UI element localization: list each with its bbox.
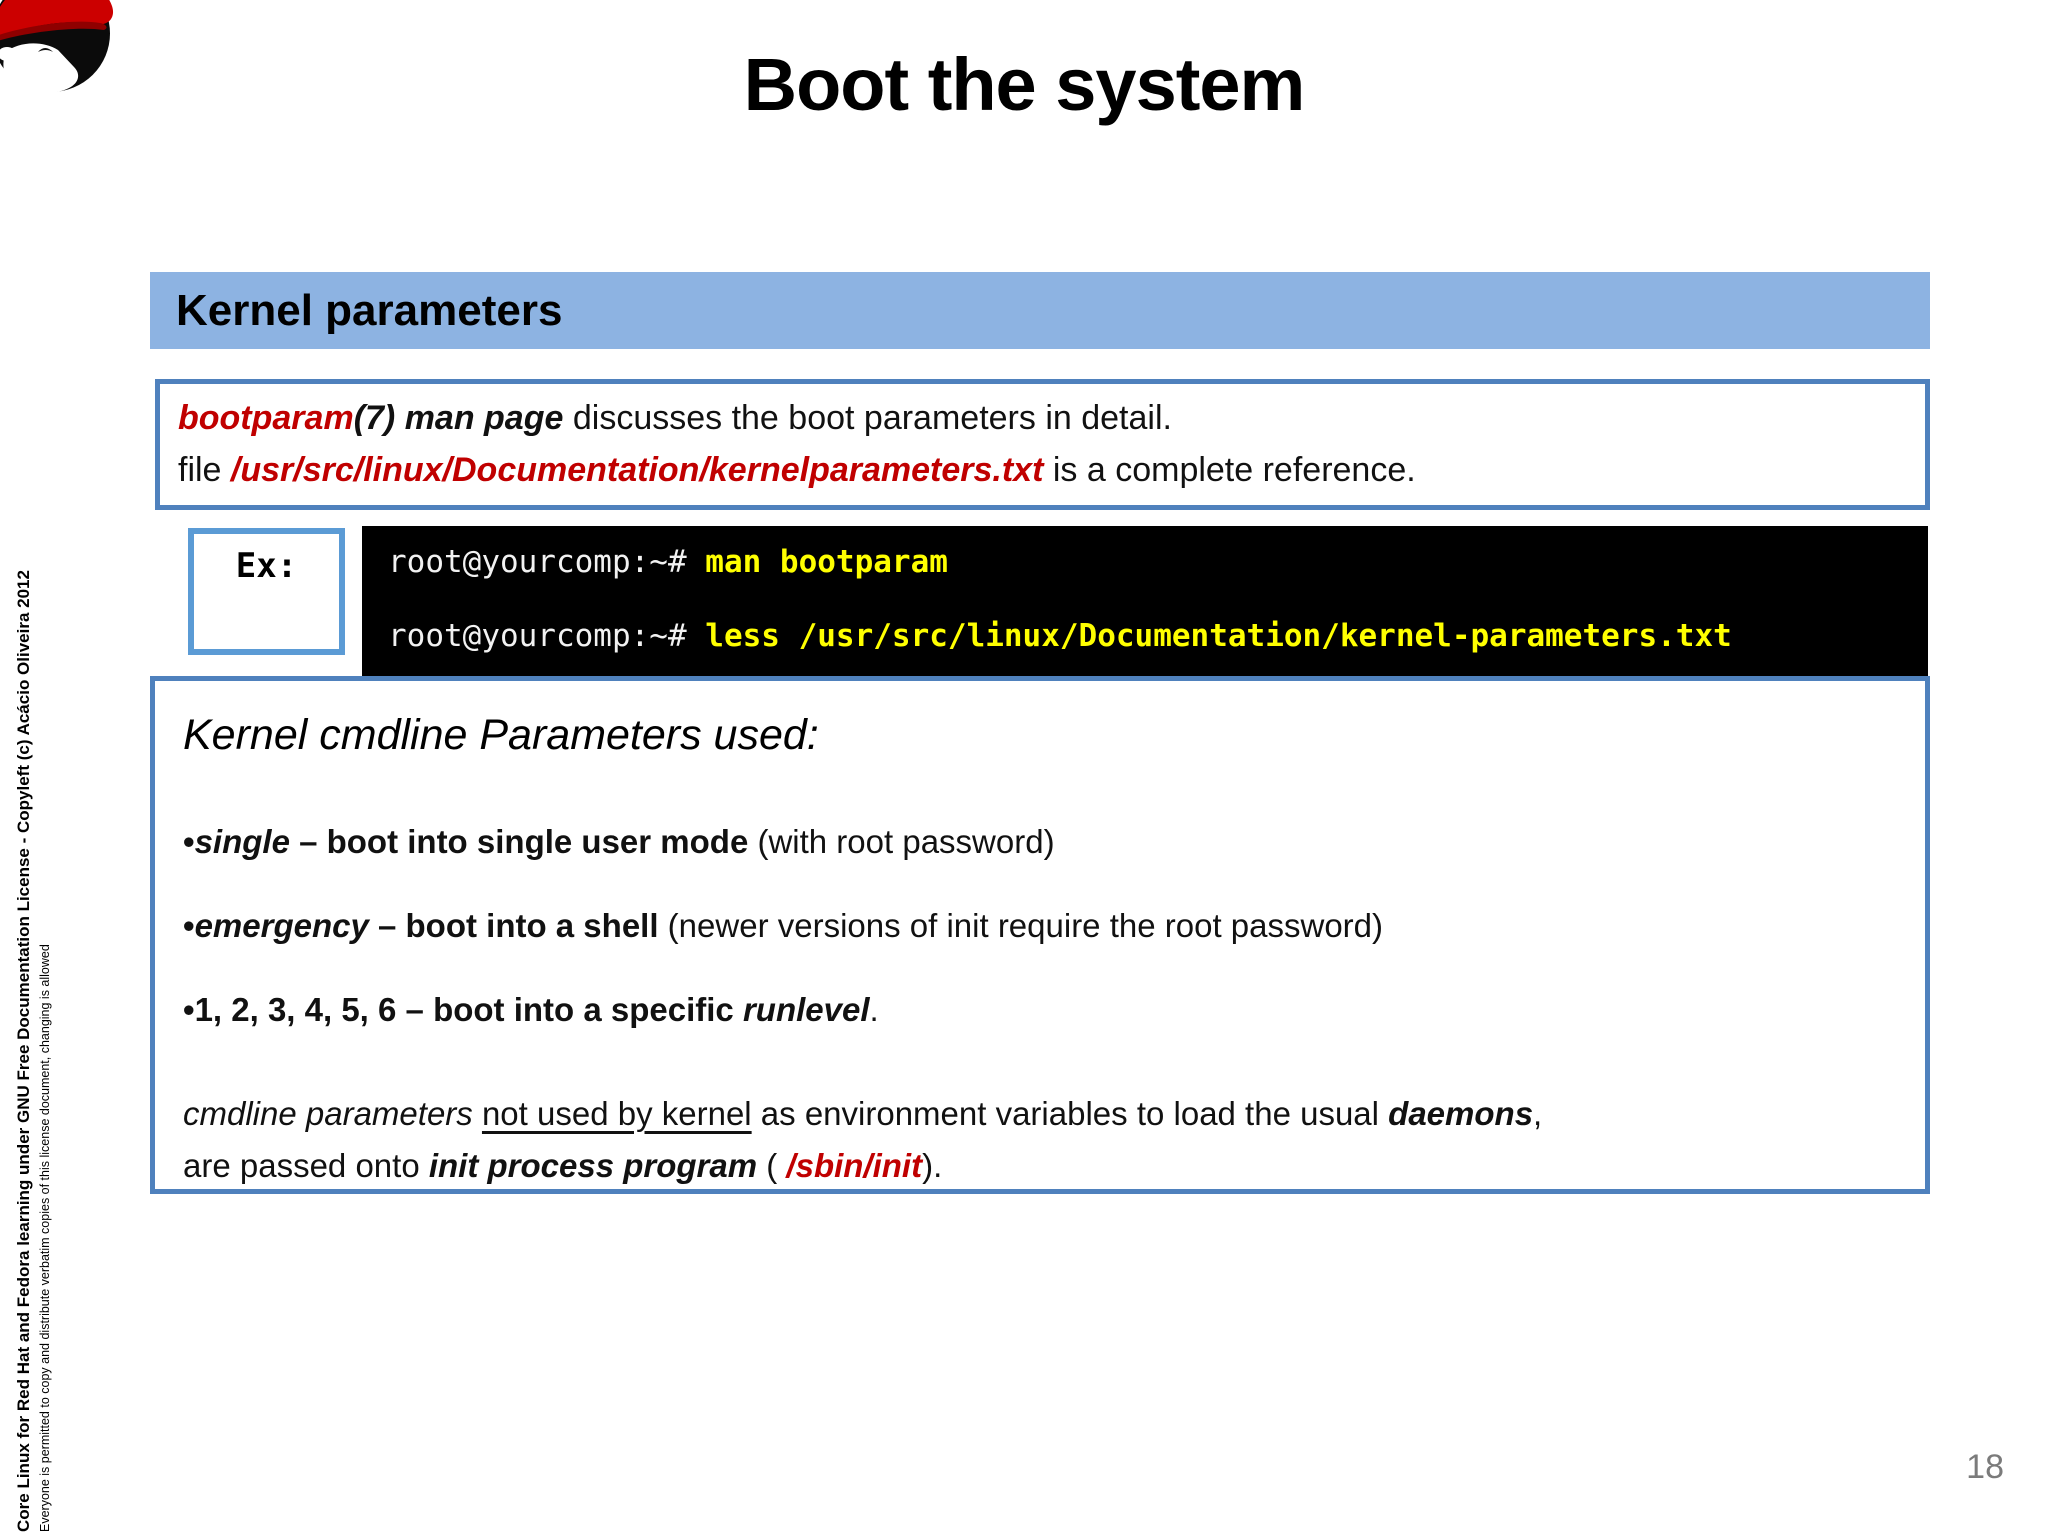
footer-italic-lead: cmdline parameters	[183, 1095, 482, 1132]
file-label: file	[178, 451, 231, 489]
footer-paren-open: (	[757, 1147, 787, 1184]
footer-line-1: cmdline parameters not used by kernel as…	[183, 1088, 1905, 1140]
bootparam-manpage-ref: bootparam	[178, 399, 354, 437]
redhat-logo-icon	[0, 0, 113, 94]
footer-line-2: are passed onto init process program ( /…	[183, 1140, 1905, 1192]
bullet-emergency-rest: (newer versions of init require the root…	[658, 907, 1384, 944]
footer-mid: as environment variables to load the usu…	[751, 1095, 1389, 1132]
footer-sbin-init-path: /sbin/init	[786, 1147, 923, 1184]
cmdline-parameters-box: Kernel cmdline Parameters used: •single …	[150, 676, 1930, 1194]
footer-underlined: not used by kernel	[481, 1095, 752, 1132]
bullet-runlevels-term: 1, 2, 3, 4, 5, 6	[194, 991, 397, 1028]
kernel-parameters-file-path: /usr/src/linux/Documentation/kernelparam…	[230, 451, 1044, 489]
manpage-suffix: (7) man page	[353, 399, 564, 437]
intro-line-2-text: is a complete reference.	[1043, 451, 1416, 489]
command-man-bootparam: man bootparam	[705, 544, 948, 580]
bullet-runlevels-bold: – boot into a specific	[396, 991, 743, 1028]
bullet-runlevels-rest: .	[869, 991, 879, 1028]
footer-line2-lead: are passed onto	[183, 1147, 429, 1184]
intro-line-1: bootparam(7) man page discusses the boot…	[178, 392, 1907, 444]
bullet-single-term: single	[194, 823, 290, 860]
footer-daemons: daemons	[1388, 1095, 1534, 1132]
bullet-emergency-term: emergency	[194, 907, 369, 944]
intro-line-2: file /usr/src/linux/Documentation/kernel…	[178, 444, 1907, 496]
terminal-line-1: root@yourcomp:~# man bootparam	[388, 542, 1928, 582]
section-header-label: Kernel parameters	[176, 286, 563, 335]
footer-paren-close: ).	[922, 1147, 943, 1184]
bullet-runlevels-italic: runlevel	[742, 991, 870, 1028]
bullet-single-rest: (with root password)	[748, 823, 1055, 860]
permission-line: Everyone is permitted to copy and distri…	[38, 944, 52, 1532]
license-line: Core Linux for Red Hat and Fedora learni…	[14, 570, 33, 1532]
cmdline-footer-paragraph: cmdline parameters not used by kernel as…	[183, 1088, 1905, 1192]
bullet-single-bold: – boot into single user mode	[289, 823, 749, 860]
bullet-single: •single – boot into single user mode (wi…	[183, 820, 1905, 864]
footer-init-program: init process program	[428, 1147, 758, 1184]
bullet-icon: •	[183, 823, 195, 860]
terminal-line-2: root@yourcomp:~# less /usr/src/linux/Doc…	[388, 616, 1928, 656]
intro-box: bootparam(7) man page discusses the boot…	[155, 379, 1930, 510]
license-sidebar: Core Linux for Red Hat and Fedora learni…	[14, 522, 52, 1532]
terminal-box: root@yourcomp:~# man bootparam root@your…	[362, 526, 1928, 676]
bullet-runlevels: •1, 2, 3, 4, 5, 6 – boot into a specific…	[183, 988, 1905, 1032]
intro-line-1-text: discusses the boot parameters in detail.	[563, 399, 1172, 437]
example-label: Ex:	[235, 546, 298, 586]
command-less-kernel-parameters: less /usr/src/linux/Documentation/kernel…	[705, 618, 1732, 654]
page-title: Boot the system	[743, 43, 1306, 126]
shell-prompt: root@yourcomp:~#	[388, 544, 706, 580]
bullet-icon: •	[183, 907, 195, 944]
page-number: 18	[1966, 1448, 2004, 1486]
bullet-emergency: •emergency – boot into a shell (newer ve…	[183, 904, 1905, 948]
bullet-icon: •	[183, 991, 195, 1028]
cmdline-box-heading: Kernel cmdline Parameters used:	[183, 711, 819, 759]
shell-prompt: root@yourcomp:~#	[388, 618, 706, 654]
footer-comma: ,	[1533, 1095, 1543, 1132]
bullet-emergency-bold: – boot into a shell	[368, 907, 659, 944]
section-header-bar: Kernel parameters	[150, 272, 1930, 349]
example-label-box: Ex:	[188, 528, 345, 655]
